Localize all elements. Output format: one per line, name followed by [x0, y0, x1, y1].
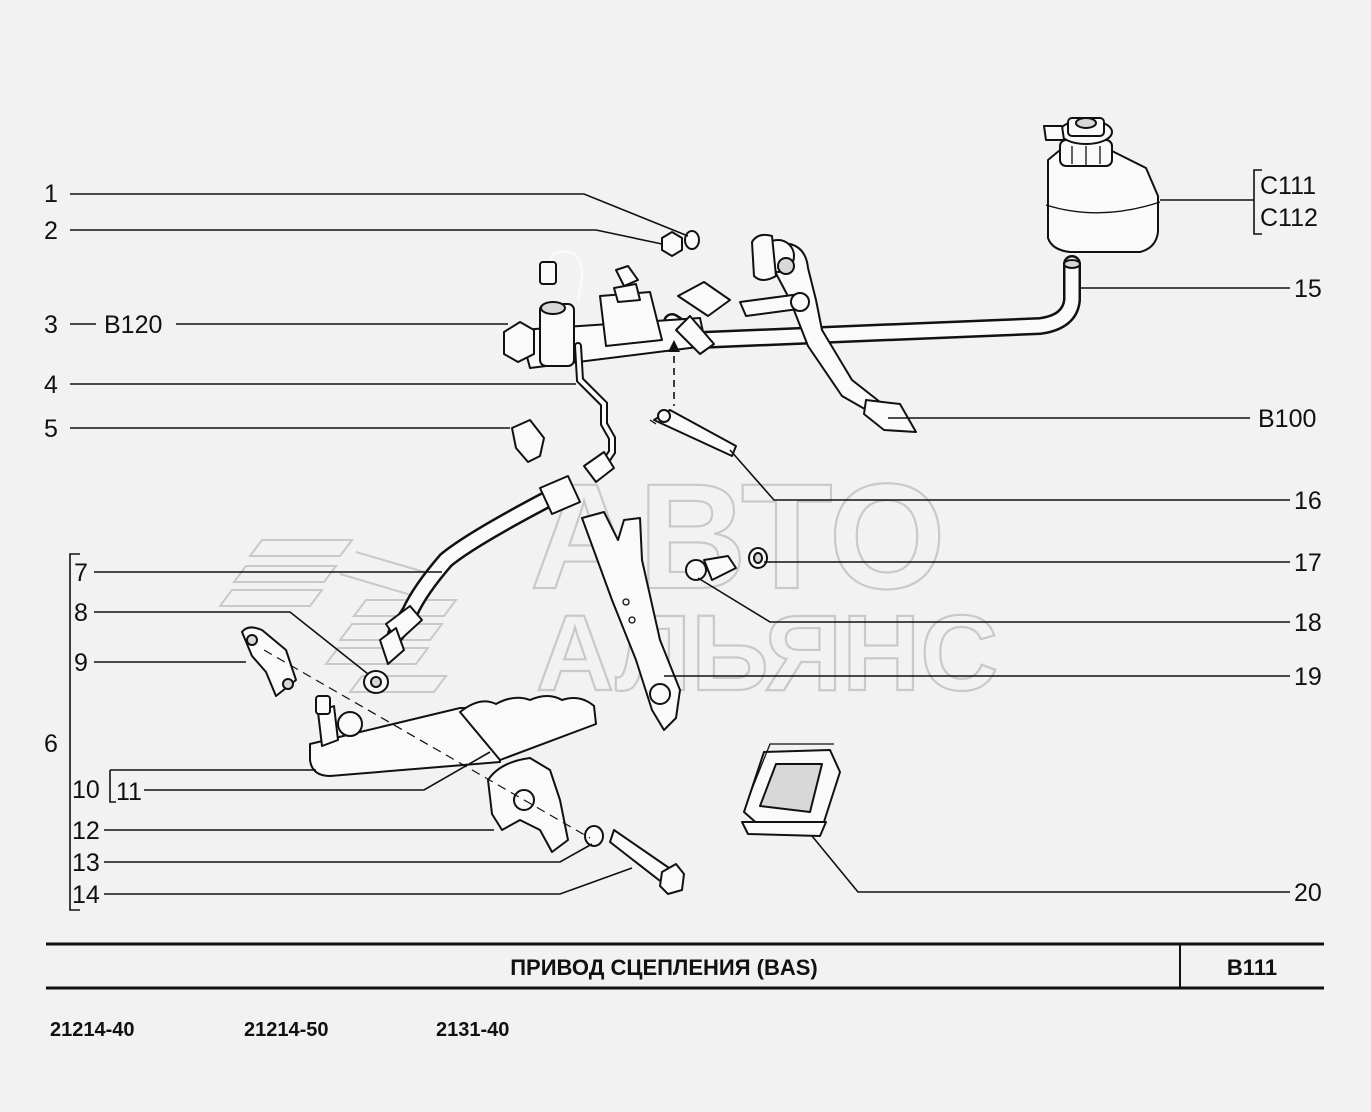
callout-10: 10: [72, 776, 100, 804]
nut-and-washer: [661, 230, 700, 257]
callout-5: 5: [44, 415, 58, 443]
top-pipe: [539, 250, 584, 303]
leader-lines: [69, 169, 1290, 911]
callout-13: 13: [72, 849, 100, 877]
model-2: 21214-50: [244, 1019, 329, 1041]
master-cylinder: [503, 265, 731, 369]
callout-ref-b120: B120: [104, 311, 162, 339]
callout-7: 7: [74, 559, 88, 587]
model-3: 2131-40: [436, 1019, 509, 1041]
rubber-boot: [741, 743, 841, 837]
callout-15: 15: [1294, 275, 1322, 303]
washer-8: [363, 670, 389, 694]
slave-cylinder: [309, 695, 597, 777]
callout-17: 17: [1294, 549, 1322, 577]
watermark-line2: АЛЬЯНС: [536, 592, 998, 713]
callout-20: 20: [1294, 879, 1322, 907]
supply-hose: [663, 255, 1081, 349]
callout-19: 19: [1294, 663, 1322, 691]
callout-18: 18: [1294, 609, 1322, 637]
callout-3: 3: [44, 311, 58, 339]
callout-ref-c112: C112: [1260, 204, 1318, 232]
callout-1: 1: [44, 180, 58, 208]
callout-16: 16: [1294, 487, 1322, 515]
callout-11: 11: [116, 778, 142, 806]
callout-8: 8: [74, 599, 88, 627]
callout-ref-b100: B100: [1258, 405, 1316, 433]
callout-labels: 1 2 3 B120 4 5 6 7 8 9 10 11 12 13 14 C1…: [44, 172, 1322, 909]
title-block: ПРИВОД СЦЕПЛЕНИЯ (BAS) B111 21214-40 212…: [46, 942, 1324, 1041]
watermark-stripes: [218, 539, 458, 693]
connecting-pipe: [574, 342, 616, 483]
callout-9: 9: [74, 649, 88, 677]
watermark: АВТО АЛЬЯНС: [218, 451, 999, 714]
clutch-pedal: [739, 233, 917, 433]
callout-14: 14: [72, 881, 100, 909]
callout-4: 4: [44, 371, 58, 399]
assembly-axis: [263, 649, 591, 839]
callout-12: 12: [72, 817, 100, 845]
push-rod: [649, 340, 737, 457]
mounting-plate: [241, 626, 297, 697]
flexible-hose: [379, 419, 581, 665]
fluid-reservoir: [1043, 117, 1161, 253]
release-fork: [581, 511, 681, 731]
clamp-bracket: [487, 757, 604, 853]
ball-pin: [685, 547, 768, 581]
drawing-code: B111: [1227, 955, 1277, 980]
model-1: 21214-40: [50, 1019, 135, 1041]
callout-6: 6: [44, 730, 58, 758]
drawing-title: ПРИВОД СЦЕПЛЕНИЯ (BAS): [510, 955, 818, 980]
callout-ref-c111: C111: [1260, 172, 1316, 200]
bolt: [609, 829, 685, 895]
callout-2: 2: [44, 217, 58, 245]
